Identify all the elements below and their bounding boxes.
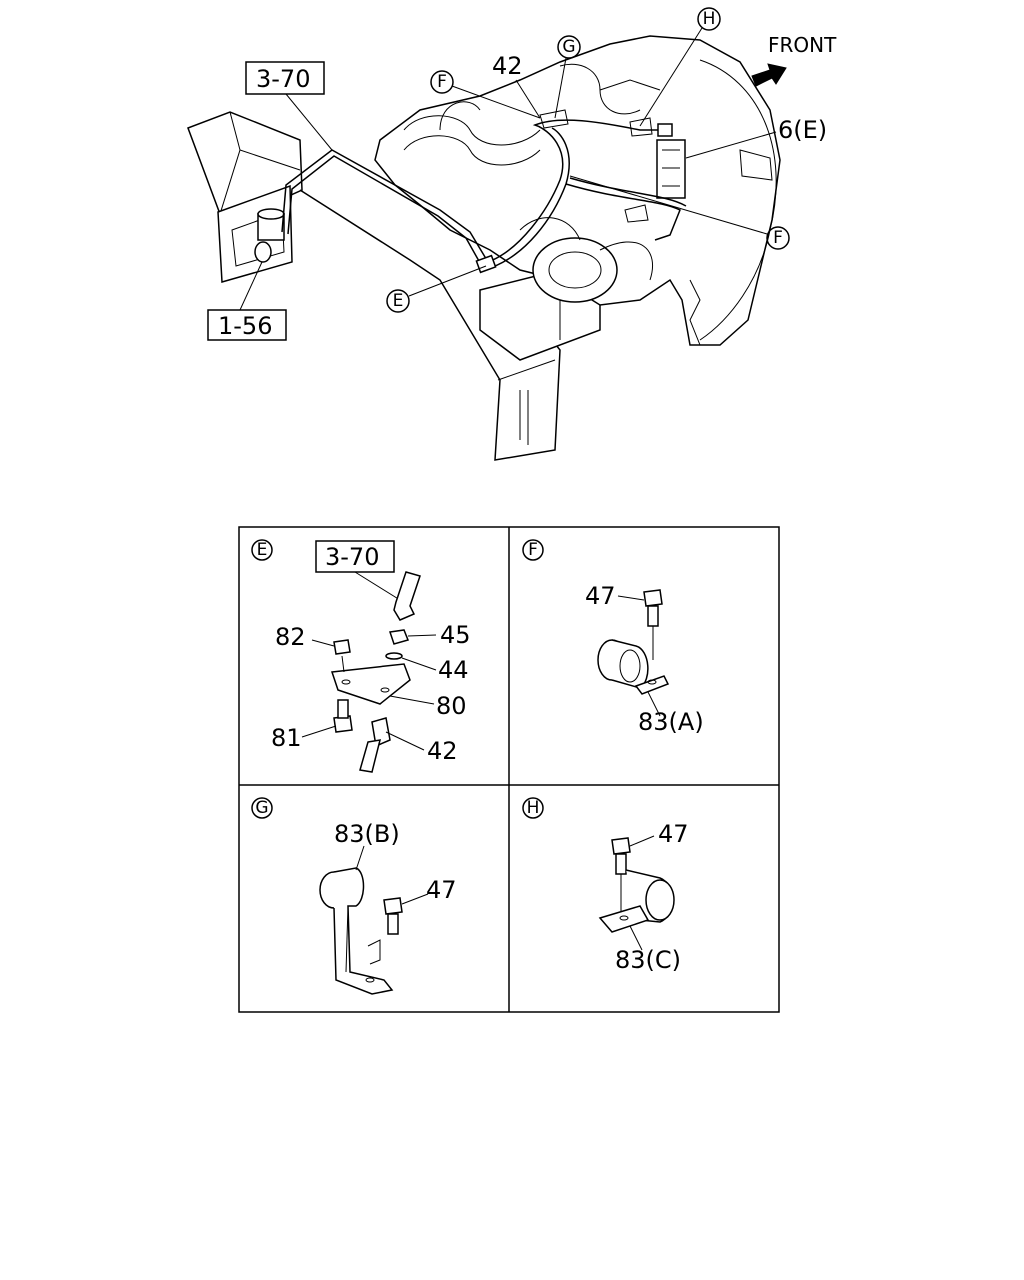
panel-f-label-83a: 83(A) [638,708,704,736]
ref-box-1-56: 1-56 [207,261,287,341]
front-arrow-icon [751,63,787,87]
callout-42: 42 [492,52,523,80]
circle-marker-e: E [386,265,487,313]
circle-marker-f-right: F [569,175,790,250]
panel-e-label-82: 82 [275,623,306,651]
callout-6e: 6(E) [778,116,827,144]
panel-e-label-81: 81 [271,724,302,752]
detail-grid [238,526,780,1013]
circle-marker-g: G [554,35,581,119]
panel-e-ref-3-70: 3-70 [325,543,379,571]
panel-f: F 47 83(A) [522,539,704,736]
panel-e-label-44: 44 [438,656,469,684]
front-indicator: FRONT [751,33,837,87]
panel-e: E 3-70 82 45 44 80 81 42 [251,539,471,773]
svg-text:E: E [393,291,404,311]
panel-f-marker: F [528,540,538,560]
panel-g: G 83(B) 47 [251,797,457,995]
panel-e-label-45: 45 [440,621,471,649]
panel-g-label-83b: 83(B) [334,820,400,848]
ref-3-70-label: 3-70 [256,65,310,93]
circle-marker-h: H [639,7,721,127]
circle-marker-f-top: F [430,70,541,119]
panel-h-label-47: 47 [658,820,689,848]
front-label: FRONT [768,33,837,57]
svg-text:F: F [773,228,783,248]
panel-e-label-42: 42 [427,737,458,765]
svg-text:G: G [562,37,575,57]
svg-text:H: H [703,9,716,29]
panel-e-marker: E [257,540,268,560]
panel-h: H 47 83(C) [522,797,689,974]
panel-h-label-83c: 83(C) [615,946,681,974]
panel-g-marker: G [255,798,268,818]
ref-1-56-label: 1-56 [218,312,272,340]
ref-box-3-70: 3-70 [245,61,333,151]
engine-assembly-drawing [187,35,781,461]
panel-h-marker: H [527,798,540,818]
svg-text:F: F [437,72,447,92]
panel-e-label-80: 80 [436,692,467,720]
panel-f-label-47: 47 [585,582,616,610]
panel-g-label-47: 47 [426,876,457,904]
